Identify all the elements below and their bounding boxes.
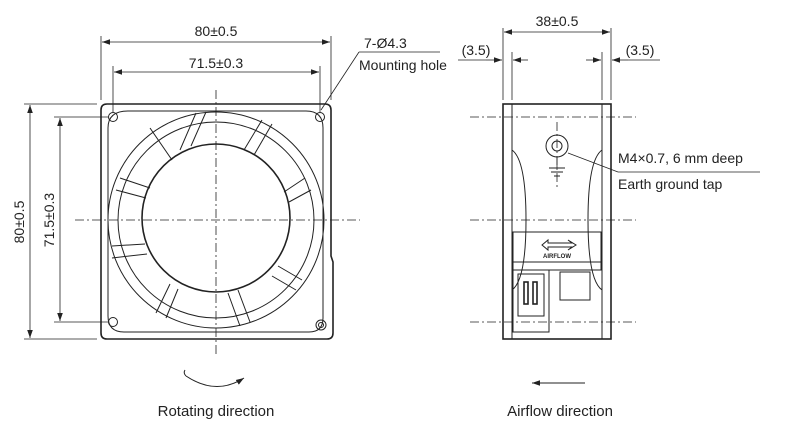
right-offset-label: (3.5) (626, 42, 655, 58)
hole-spec-label: 7-Ø4.3 (364, 35, 407, 51)
left-offset-label: (3.5) (462, 42, 491, 58)
fan-frame (100, 103, 334, 340)
depth-label: 38±0.5 (536, 13, 579, 29)
venturi-ring (107, 111, 325, 329)
mounting-hole (108, 112, 118, 122)
width-dimension (100, 36, 332, 112)
airflow-mark-icon (541, 238, 577, 252)
side-view: M4×0.7, 6 mm deep Earth ground tap AIRFL… (458, 13, 760, 420)
connector (512, 269, 591, 333)
rotating-direction-caption: Rotating direction (158, 403, 275, 420)
rotation-arrow (185, 375, 245, 387)
width-outer-label: 80±0.5 (195, 23, 238, 39)
airflow-direction-caption: Airflow direction (507, 403, 613, 420)
mounting-hole (108, 317, 118, 327)
tap-label: Earth ground tap (618, 176, 723, 192)
height-outer-label: 80±0.5 (11, 200, 27, 243)
height-dimension (24, 103, 108, 340)
hole-label: Mounting hole (359, 57, 447, 73)
spoke-struts (111, 111, 312, 327)
fan-side-body (502, 103, 612, 340)
earth-tap-icon (545, 134, 569, 177)
mounting-hole (315, 112, 325, 122)
airflow-mark-label: AIRFLOW (543, 254, 571, 260)
mounting-hole (315, 319, 327, 331)
front-view: 80±0.5 71.5±0.3 80±0.5 71.5±0.3 7-Ø4.3 M… (11, 23, 447, 420)
tap-spec-label: M4×0.7, 6 mm deep (618, 150, 743, 166)
hole-leader-line (320, 51, 360, 111)
width-holes-label: 71.5±0.3 (189, 55, 244, 71)
motor-hub (141, 143, 291, 293)
depth-dimension (458, 28, 660, 100)
tap-leader-line (567, 152, 619, 173)
height-holes-label: 71.5±0.3 (41, 193, 57, 248)
